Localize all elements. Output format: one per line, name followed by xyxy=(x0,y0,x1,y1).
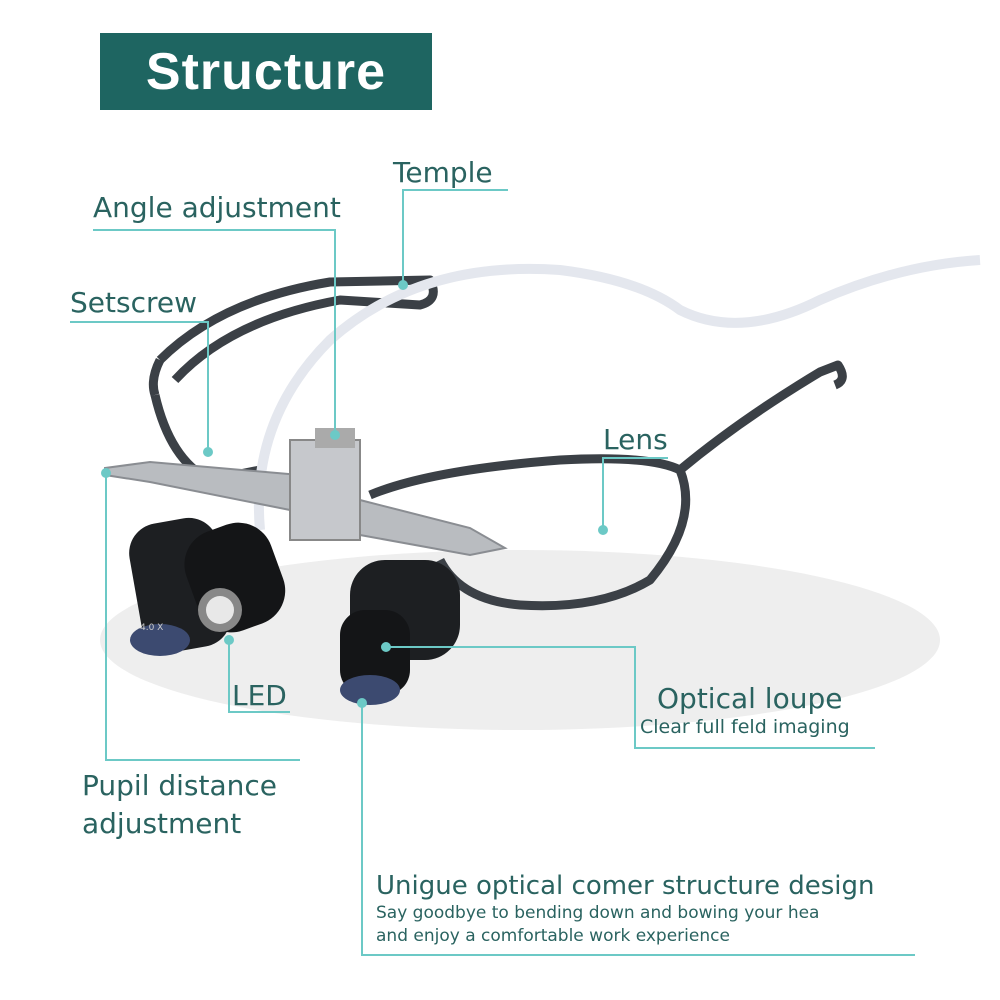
label-pupil-1: Pupil distance xyxy=(82,769,278,802)
leader-led xyxy=(228,640,290,713)
glasses-frame xyxy=(148,275,847,611)
label-temple: Temple xyxy=(393,156,493,189)
leader-dots xyxy=(101,280,608,708)
label-unique-sub1: Say goodbye to bending down and bowing y… xyxy=(376,903,820,923)
cable xyxy=(253,255,981,531)
leader-temple xyxy=(402,189,508,285)
label-optical-loupe-sub: Clear full feld imaging xyxy=(640,716,850,738)
loupe-marking: 4.0 X xyxy=(140,623,163,633)
loupe-right xyxy=(340,560,460,705)
shadow xyxy=(100,550,940,730)
label-unique-sub2: and enjoy a comfortable work experience xyxy=(376,926,730,946)
label-lens: Lens xyxy=(603,423,668,456)
label-led: LED xyxy=(232,679,287,712)
page-title: Structure xyxy=(145,42,387,101)
leader-angle xyxy=(93,229,336,435)
label-setscrew: Setscrew xyxy=(70,286,197,319)
leader-pupil xyxy=(105,473,300,761)
label-angle-adjustment: Angle adjustment xyxy=(93,191,341,224)
label-optical-loupe: Optical loupe xyxy=(657,682,843,715)
leader-setscrew xyxy=(70,321,209,452)
leader-loupe xyxy=(386,646,875,749)
led-light xyxy=(184,522,286,633)
label-unique-title: Unigue optical comer structure design xyxy=(376,871,875,901)
leader-unique xyxy=(361,703,915,956)
leader-lines xyxy=(70,189,915,956)
title-banner: Structure xyxy=(100,33,432,110)
label-pupil-2: adjustment xyxy=(82,807,242,840)
leader-lens xyxy=(602,457,668,530)
